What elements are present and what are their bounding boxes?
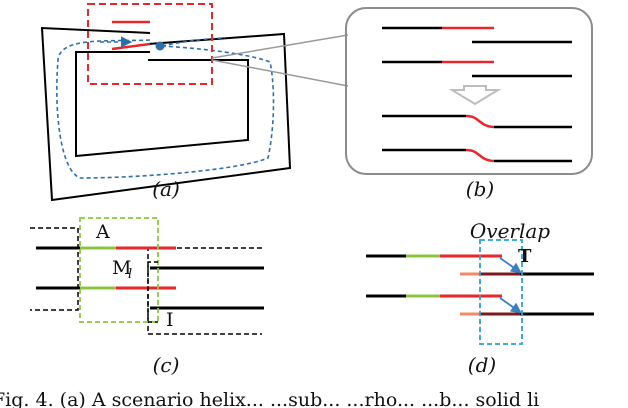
overlap-stub-bottom xyxy=(111,42,151,51)
callout-bubble xyxy=(345,7,593,175)
robot-position-dot xyxy=(155,41,165,51)
label-c: (c) xyxy=(153,353,180,377)
set-a-label: A xyxy=(95,221,110,243)
set-m-label: M xyxy=(112,257,131,279)
transform-arrow-2 xyxy=(499,297,522,314)
panel-a xyxy=(40,3,349,202)
set-i-label: I xyxy=(166,309,174,331)
overlap-label: Overlap xyxy=(470,219,550,243)
panel-c: A M l I xyxy=(30,217,264,335)
callout-line-top xyxy=(211,34,349,59)
transform-arrow-1 xyxy=(499,257,522,274)
transform-label: T xyxy=(518,246,532,267)
process-arrow xyxy=(448,85,502,106)
panel-b xyxy=(345,7,593,175)
focus-box xyxy=(87,3,213,85)
label-b: (b) xyxy=(466,177,494,201)
overlap-box xyxy=(479,239,523,345)
loop-path-end xyxy=(161,37,226,47)
panel-d: Overlap T xyxy=(366,219,594,345)
merged-track-1-bend xyxy=(465,114,495,129)
trajectory-outer-frame xyxy=(40,26,292,202)
label-a: (a) xyxy=(152,177,180,201)
merged-track-2-bend xyxy=(465,148,495,163)
figure-caption: Fig. 4. (a) A scenario helix... ...sub..… xyxy=(0,389,539,408)
set-a-boundary-left xyxy=(30,227,79,311)
set-a-box xyxy=(79,217,159,323)
set-m-boundary xyxy=(147,261,158,323)
trajectory-inner-frame xyxy=(75,51,249,158)
callout-line-bottom xyxy=(211,59,349,87)
label-d: (d) xyxy=(468,353,496,377)
set-m-sub-label: l xyxy=(128,267,132,282)
